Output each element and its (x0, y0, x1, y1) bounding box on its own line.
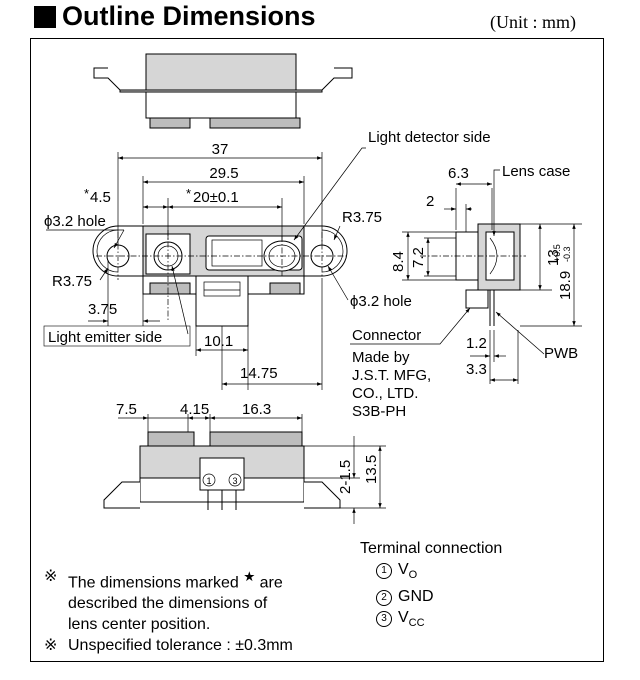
unit-label: (Unit : mm) (490, 12, 576, 32)
dim-13: 13 (545, 249, 562, 266)
title-square-icon (34, 6, 56, 28)
note-line-3: lens center position. (68, 616, 211, 634)
note-star-pre: The dimensions marked (68, 574, 239, 592)
dim-2-1-5: 2-1.5 (337, 460, 354, 494)
label-connector: Connector (352, 327, 421, 344)
dim-3-75: 3.75 (88, 301, 117, 318)
label-detector: Light detector side (368, 129, 491, 146)
dim-3-3: 3.3 (466, 361, 487, 378)
pin-1: 1 (206, 476, 211, 486)
page-title: Outline Dimensions (62, 1, 316, 31)
notes: ※ The dimensions marked ★ are described … (44, 566, 374, 656)
radius-right: R3.75 (342, 209, 382, 226)
terminal-item: 2 GND (360, 586, 580, 607)
note-mark-icon: ※ (44, 568, 58, 585)
terminal-sub: O (408, 569, 418, 582)
dim-1-2: 1.2 (466, 335, 487, 352)
front-view: 37 29.5 * 4.5 * 20±0.1 ϕ3.2 hole R3.75 R… (43, 129, 491, 390)
dim-7-2: 7.2 (410, 247, 427, 268)
terminal-sub: CC (408, 617, 425, 630)
star-icon: ★ (243, 569, 256, 584)
terminal-number: 3 (376, 611, 392, 628)
dim-6-3: 6.3 (448, 165, 469, 182)
note-star-post: are (259, 574, 283, 592)
dim-4-5: 4.5 (90, 189, 111, 206)
dim-10-1: 10.1 (204, 333, 233, 350)
connector-maker-2: J.S.T. MFG, (352, 367, 431, 384)
terminal-title: Terminal connection (360, 540, 503, 557)
top-view (93, 53, 353, 129)
dim-29-5: 29.5 (209, 165, 238, 182)
note-mark-icon: ※ (44, 637, 58, 655)
note-tolerance-text: Unspecified tolerance : ±0.3mm (68, 637, 293, 655)
connector-maker-1: Made by (352, 349, 410, 366)
header: Outline Dimensions (Unit : mm) (0, 0, 640, 40)
pin-3: 3 (232, 476, 237, 486)
tol-plus: +0.5 (552, 244, 562, 262)
terminal-number: 2 (376, 590, 392, 607)
dim-13-5: 13.5 (363, 455, 380, 484)
dim-2: 2 (426, 193, 434, 210)
terminal-number: 1 (376, 563, 392, 579)
dim-37: 37 (212, 141, 229, 158)
radius-left: R3.75 (52, 273, 92, 290)
tol-minus: -0.3 (562, 246, 572, 262)
label-lens-case: Lens case (502, 163, 570, 180)
label-pwb: PWB (544, 345, 578, 362)
terminal-name: V (398, 561, 409, 578)
connector-maker-4: S3B-PH (352, 403, 406, 420)
label-emitter: Light emitter side (48, 329, 162, 346)
dim-16-3: 16.3 (242, 401, 271, 418)
dim-14-75: 14.75 (240, 365, 278, 382)
hole-label-right: ϕ3.2 hole (350, 293, 412, 310)
side-view: Lens case 6.3 2 8.4 7.2 13 18.9 +0.5 -0. (350, 163, 582, 420)
dim-8-4: 8.4 (390, 251, 407, 272)
star-mark: * (84, 186, 89, 201)
star-mark: * (186, 186, 191, 201)
dim-20: 20±0.1 (193, 189, 239, 206)
dim-4-15: 4.15 (180, 401, 209, 418)
dim-18-9: 18.9 (557, 271, 574, 300)
hole-label-left: ϕ3.2 hole (44, 213, 106, 230)
drawing-frame (30, 38, 604, 662)
terminal-name: V (398, 609, 409, 627)
note-star: ※ The dimensions marked ★ are (44, 566, 374, 593)
note-tolerance: ※ Unspecified tolerance : ±0.3mm (44, 635, 374, 656)
connector-maker-3: CO., LTD. (352, 385, 418, 402)
dim-7-5: 7.5 (116, 401, 137, 418)
bottom-view: 1 3 7.5 4.15 16.3 13.5 2-1.5 (103, 401, 386, 524)
note-line-2: described the dimensions of (68, 595, 268, 613)
terminal-name: GND (398, 588, 434, 606)
